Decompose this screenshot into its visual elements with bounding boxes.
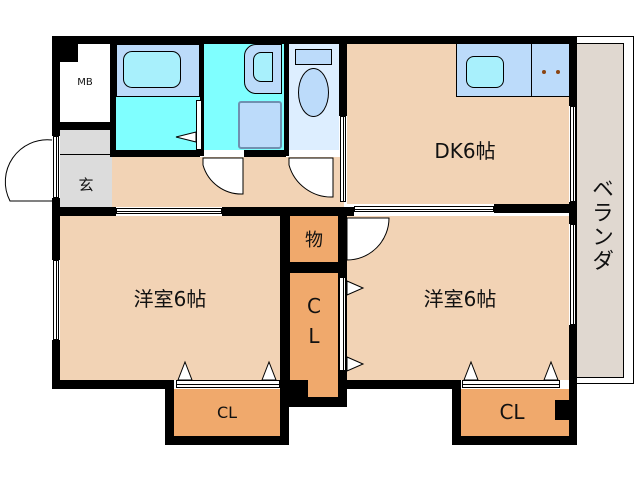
sliding-door-left-room[interactable]	[116, 208, 222, 214]
window-left[interactable]	[53, 260, 59, 340]
washing-machine-pan	[238, 101, 282, 149]
wash-door-swing	[202, 157, 244, 195]
window-right-room[interactable]	[570, 224, 576, 325]
closet-right	[461, 389, 569, 436]
wall-wash-toilet	[284, 44, 289, 156]
stove-burner-1	[542, 70, 546, 74]
toilet-window	[340, 116, 346, 202]
wall-mb-corner	[60, 44, 78, 62]
entrance-door-frame	[53, 136, 59, 198]
closet-right-doors[interactable]	[462, 380, 560, 388]
storage-space	[290, 216, 338, 262]
closet-left-tri-1	[177, 360, 193, 381]
closet-center-label-c: C	[307, 294, 321, 318]
western-room-right-label: 洋室6帖	[423, 286, 497, 311]
entrance-door-swing	[4, 139, 53, 202]
entrance-step-line	[60, 154, 112, 155]
closet-center-tri-2	[346, 356, 365, 372]
closet-left-doors[interactable]	[176, 380, 280, 388]
storage-door-swing	[346, 217, 390, 261]
window-dk[interactable]	[570, 106, 576, 202]
bath-door[interactable]	[196, 100, 202, 150]
dk-label: DK6帖	[434, 138, 496, 163]
kitchen-sink	[466, 56, 504, 88]
closet-right-tri-1	[463, 360, 479, 381]
toilet-door-swing	[288, 157, 334, 198]
wall-mid-horizontal-left	[52, 207, 116, 216]
wall-closet-bottom	[280, 397, 347, 407]
wall-bath-bottom	[110, 150, 200, 157]
western-room-left-label: 洋室6帖	[133, 286, 207, 311]
closet-left-label: CL	[216, 402, 238, 422]
wall-bottom-right-mid	[347, 380, 461, 389]
wall-toilet-dk	[339, 44, 347, 116]
wall-mid-horizontal-right	[494, 204, 577, 213]
wall-bottom-left	[52, 380, 174, 389]
wall-right-mid	[569, 202, 577, 224]
closet-center-tri-1	[346, 280, 365, 296]
wall-left-bottom	[52, 340, 60, 388]
wall-storage-bottom	[290, 262, 338, 273]
washbasin-bowl	[253, 52, 273, 82]
wall-right-top	[569, 36, 577, 106]
stove-burner-2	[556, 70, 560, 74]
closet-left	[174, 389, 280, 436]
sliding-door-dk[interactable]	[354, 206, 494, 212]
closet-center-label-l: L	[308, 324, 320, 348]
wall-cl-right-bottom	[452, 436, 577, 445]
wall-left-room-right	[280, 207, 290, 407]
wall-bath-wash	[200, 44, 204, 156]
wall-cl-left-left	[165, 380, 174, 445]
entrance-label: 玄	[78, 175, 94, 194]
wall-right-bottom	[569, 325, 577, 445]
wall-left-top	[52, 36, 60, 136]
wall-mb-right	[110, 44, 116, 157]
wall-top	[52, 36, 577, 44]
closet-right-label: CL	[499, 400, 525, 424]
wall-mb-bottom	[52, 122, 110, 130]
sink-divider	[531, 44, 532, 97]
closet-left-tri-2	[261, 360, 277, 381]
bathtub-basin	[123, 51, 181, 88]
closet-right-pillar	[555, 400, 569, 420]
closet-center	[290, 273, 338, 397]
bath-door-triangle	[175, 131, 197, 143]
closet-center-doors[interactable]	[339, 277, 346, 371]
entrance-floor	[60, 130, 112, 207]
wall-left-mid	[52, 198, 60, 260]
toilet-tank	[295, 49, 332, 65]
wall-wash-bottom	[244, 150, 286, 157]
closet-center-notch	[290, 380, 308, 398]
balcony-label: ベランダ	[588, 177, 613, 273]
balcony	[576, 43, 624, 378]
storage-label: 物	[305, 230, 323, 251]
toilet-bowl	[298, 68, 329, 117]
wall-cl-left-bottom	[165, 436, 289, 445]
wall-cl-right-left	[452, 380, 461, 445]
western-room-left-floor	[60, 216, 280, 380]
wall-cl-left-right	[280, 389, 289, 445]
mb-label: MB	[77, 76, 93, 88]
closet-right-tri-2	[543, 360, 559, 381]
western-room-right-floor	[347, 216, 569, 380]
